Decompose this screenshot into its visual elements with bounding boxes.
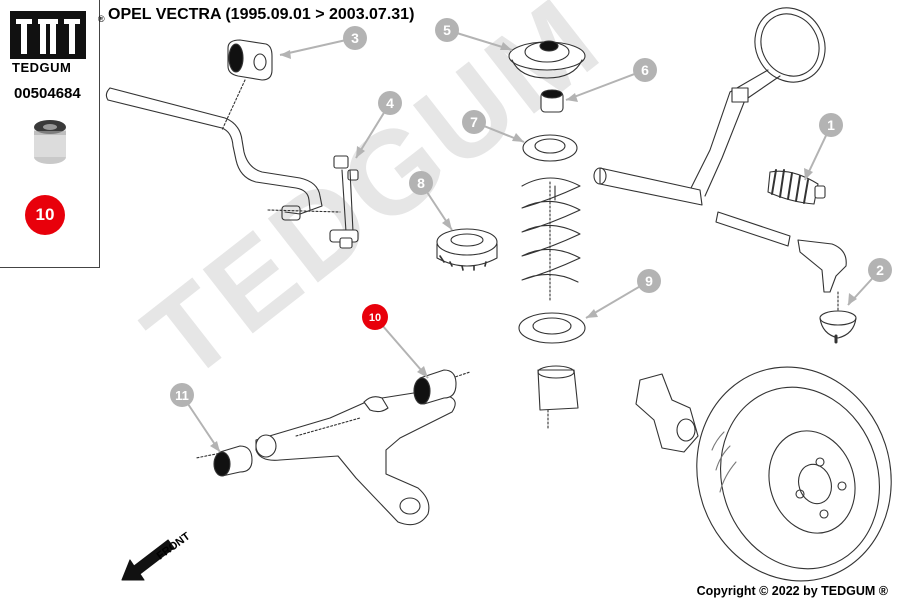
svg-text:9: 9 (645, 273, 653, 289)
callouts: 1 2 3 4 5 6 7 8 9 10 11 (170, 18, 892, 407)
svg-text:2: 2 (876, 262, 884, 278)
callout-4: 4 (378, 91, 402, 115)
strut-top-mount (508, 40, 586, 79)
svg-text:5: 5 (443, 22, 451, 38)
stabilizer-link (329, 155, 359, 249)
callout-6: 6 (633, 58, 657, 82)
registered-mark: ® (98, 14, 105, 24)
control-arm-rear-bushing (413, 369, 457, 405)
svg-text:4: 4 (386, 95, 394, 111)
steering-knuckle (635, 373, 699, 453)
tie-rod-end (797, 239, 847, 293)
callout-10: 10 (362, 304, 388, 330)
stabilizer-bushing (227, 39, 273, 81)
stabilizer-bar (105, 87, 323, 221)
part-number: 00504684 (14, 85, 81, 102)
bump-stop (540, 89, 564, 113)
control-arm-front-bushing (213, 445, 253, 477)
callout-2: 2 (868, 258, 892, 282)
ball-joint-cover (819, 291, 857, 344)
steering-boot (767, 169, 826, 205)
callout-arrowheads (210, 42, 857, 452)
callout-3: 3 (343, 26, 367, 50)
svg-text:3: 3 (351, 30, 359, 46)
part-thumbnail (34, 120, 66, 164)
tedgum-logo: ® (10, 11, 105, 59)
logo-text: TEDGUM (12, 60, 72, 75)
callout-11: 11 (170, 383, 194, 407)
coil-spring (521, 177, 581, 301)
wheel (696, 366, 892, 582)
copyright: Copyright © 2022 by TEDGUM ® (696, 584, 888, 598)
front-direction-arrow (121, 539, 175, 581)
callout-8: 8 (409, 171, 433, 195)
svg-text:8: 8 (417, 175, 425, 191)
lower-spring-seat (518, 312, 586, 344)
svg-text:6: 6 (641, 62, 649, 78)
callout-1: 1 (819, 113, 843, 137)
strut-bracket (537, 365, 579, 431)
svg-text:10: 10 (369, 312, 381, 324)
svg-text:11: 11 (175, 388, 189, 403)
highlighted-part-badge: 10 (25, 195, 65, 235)
strut-bearing (436, 228, 498, 271)
callout-5: 5 (435, 18, 459, 42)
steering-wheel (689, 7, 826, 197)
svg-text:1: 1 (827, 117, 835, 133)
svg-text:7: 7 (470, 114, 478, 130)
lower-control-arm (195, 371, 471, 526)
tedgum-logo-mark (10, 11, 86, 59)
steering-rack (593, 167, 791, 247)
page-title: OPEL VECTRA (1995.09.01 > 2003.07.31) (108, 6, 415, 23)
callout-7: 7 (462, 110, 486, 134)
callout-9: 9 (637, 269, 661, 293)
part-info-panel: ® TEDGUM 00504684 10 (0, 0, 105, 268)
upper-spring-seat (522, 134, 578, 162)
